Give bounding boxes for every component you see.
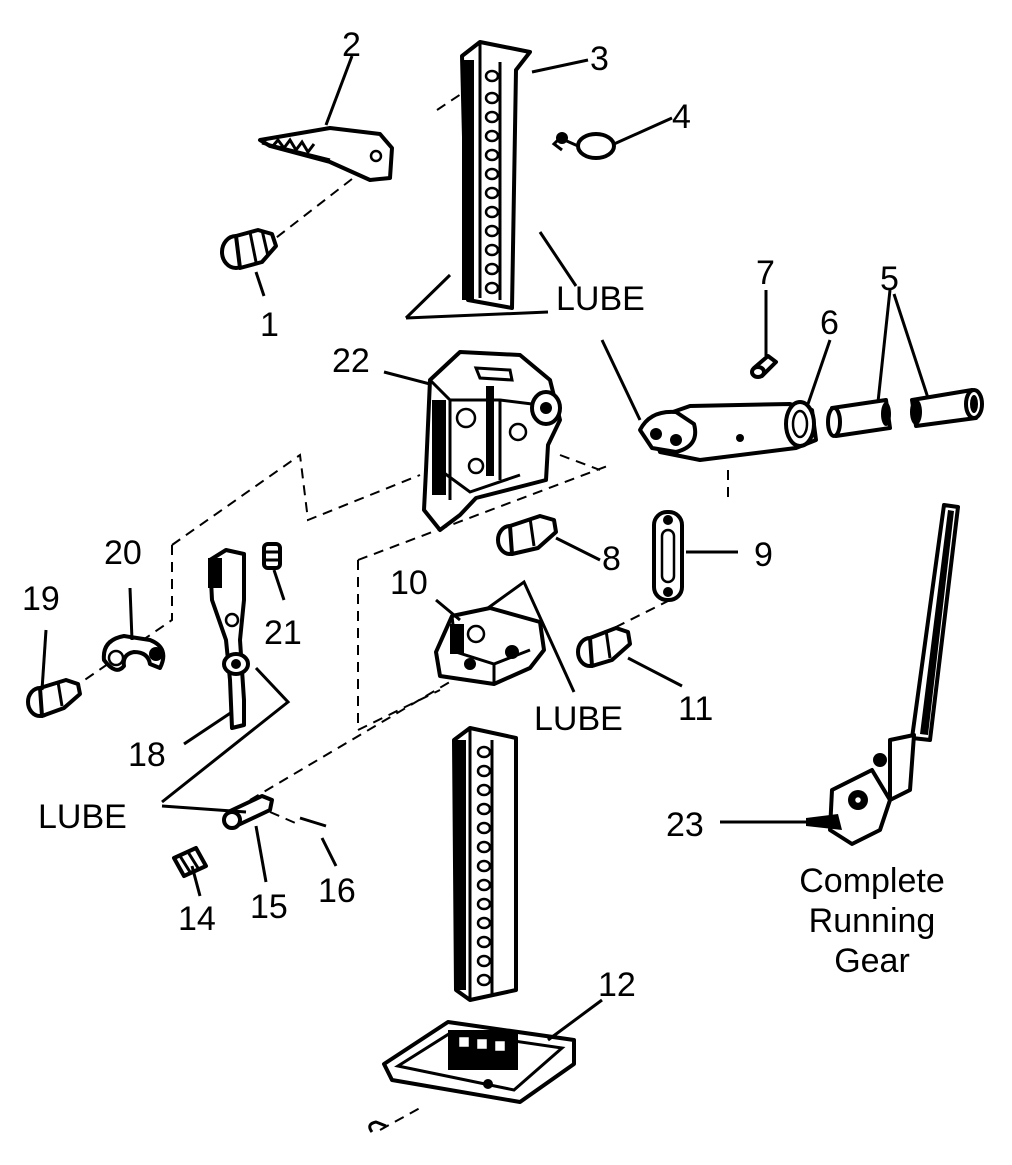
label-part-12: 12 (598, 966, 636, 1004)
lower-bar (452, 726, 518, 1002)
label-part-9: 9 (754, 536, 773, 574)
label-part-18: 18 (128, 736, 166, 774)
label-part-1: 1 (260, 306, 279, 344)
part-3-upper-bar (460, 40, 532, 310)
label-part-11: 11 (678, 690, 713, 728)
part-20-link (101, 634, 166, 672)
lube-label-top: LUBE (556, 280, 645, 318)
label-part-2: 2 (342, 26, 361, 64)
part-5-sleeves (826, 388, 984, 438)
part-23-running-gear (806, 503, 960, 846)
part-14-spring (172, 846, 208, 878)
leader-lines (40, 55, 930, 1042)
part-4-clip (551, 132, 616, 160)
part-9-link-plate (652, 510, 684, 602)
label-part-3: 3 (590, 40, 609, 78)
label-part-14: 14 (178, 900, 216, 938)
lube-label-left: LUBE (38, 798, 127, 836)
part-6-socket-tube (638, 400, 818, 462)
part-7-roll-pin (750, 354, 778, 379)
label-part-6: 6 (820, 304, 839, 342)
part-18-lever (208, 548, 250, 730)
label-part-5: 5 (880, 260, 899, 298)
part-22-housing (422, 350, 562, 532)
part-16-cotter (299, 816, 327, 828)
part-10-block (434, 606, 546, 686)
part-numbers: 2 3 4 1 7 6 5 22 20 19 21 8 9 10 11 18 1… (22, 26, 899, 1004)
part-15-pin (222, 794, 274, 830)
part-2-handle-socket (258, 126, 394, 182)
part-19-pin (26, 678, 82, 718)
label-part-19: 19 (22, 580, 60, 618)
label-part-16: 16 (318, 872, 356, 910)
label-part-15: 15 (250, 888, 288, 926)
label-part-4: 4 (672, 98, 691, 136)
label-part-7: 7 (756, 254, 775, 292)
assembly-guide-lines (69, 87, 729, 1131)
part-11-pin (576, 626, 632, 668)
upper-bar-holes (484, 69, 500, 295)
part-21-spring (262, 542, 282, 570)
part-1-pin (220, 228, 278, 270)
label-part-23: 23 (666, 806, 704, 844)
running-gear-line-3: Gear (834, 942, 910, 980)
part-12-base-plate (368, 1020, 576, 1133)
label-part-21: 21 (264, 614, 302, 652)
running-gear-line-2: Running (809, 902, 936, 940)
lower-bar-holes (476, 745, 492, 987)
label-part-10: 10 (390, 564, 428, 602)
label-part-22: 22 (332, 342, 370, 380)
lube-label-middle: LUBE (534, 700, 623, 738)
part-8-pin (496, 514, 558, 556)
lube-labels: LUBE LUBE LUBE (38, 280, 645, 836)
label-part-8: 8 (602, 540, 621, 578)
label-part-20: 20 (104, 534, 142, 572)
running-gear-line-1: Complete (799, 862, 945, 900)
running-gear-caption: Complete Running Gear (799, 862, 945, 980)
